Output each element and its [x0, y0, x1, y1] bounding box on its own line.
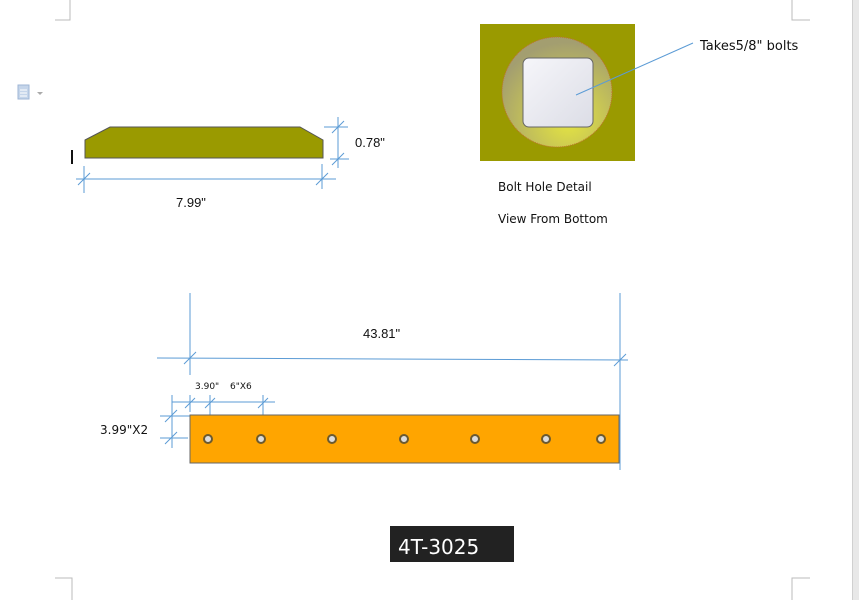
bolt-hole — [470, 434, 480, 444]
hole-spacing-label: 6"X6 — [230, 382, 252, 392]
bolt-hole — [596, 434, 606, 444]
side-view-dimensions — [76, 117, 349, 193]
bolt-hole — [203, 434, 213, 444]
bolt-hole — [256, 434, 266, 444]
bolt-view-caption: View From Bottom — [498, 212, 608, 226]
bolt-holes — [203, 434, 606, 444]
part-number-label: 4T-3025 — [390, 526, 514, 562]
top-view-dimensions — [156, 293, 629, 470]
paste-options-icon[interactable] — [17, 84, 43, 100]
bolt-hole-detail-image — [480, 24, 694, 161]
bolt-callout: Takes5/8" bolts — [700, 39, 799, 54]
side-width-label: 7.99" — [176, 195, 206, 210]
side-view-profile — [84, 126, 324, 159]
page-edge-scrollbar[interactable] — [852, 0, 859, 600]
page-margin-marks — [55, 0, 810, 600]
bolt-hole — [541, 434, 551, 444]
bolt-caption: Bolt Hole Detail — [498, 180, 592, 194]
length-label: 43.81" — [363, 326, 401, 341]
bolt-hole — [327, 434, 337, 444]
hole-offset-label: 3.99"X2 — [100, 423, 149, 437]
side-height-label: 0.78" — [355, 135, 385, 150]
bolt-hole — [399, 434, 409, 444]
first-hole-label: 3.90" — [195, 382, 220, 392]
